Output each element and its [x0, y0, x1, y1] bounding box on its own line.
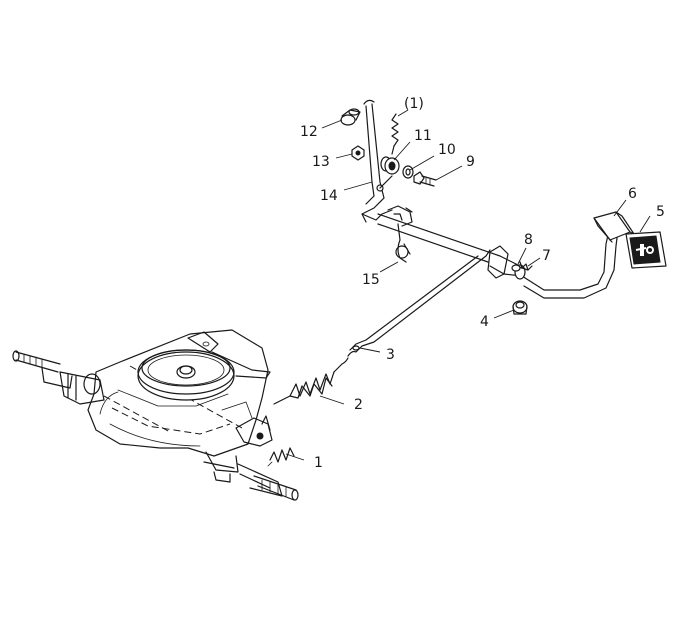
transaxle [12, 329, 299, 501]
label-part-9: 9 [466, 154, 475, 170]
bushing-4 [512, 300, 528, 315]
label-part-5: 5 [656, 204, 665, 220]
label-part-15: 15 [362, 272, 380, 288]
lever-14 [361, 99, 393, 223]
pedal-shaft [377, 213, 619, 299]
label-part-6: 6 [628, 186, 637, 202]
spring-2 [273, 357, 349, 405]
label-part-2: 2 [354, 397, 363, 413]
right-axle [203, 451, 299, 501]
pulley [137, 349, 235, 401]
label-part-1-paren: (1) [404, 96, 424, 112]
label-part-14: 14 [320, 188, 338, 204]
label-part-8: 8 [524, 232, 533, 248]
spring-1 [267, 447, 295, 467]
pivot-bracket [387, 205, 413, 227]
housing-outline [87, 329, 269, 457]
spring-1-upper [391, 113, 399, 155]
bushing-11 [380, 156, 400, 175]
left-axle [12, 350, 105, 405]
label-part-11: 11 [414, 128, 432, 144]
label-part-12: 12 [300, 124, 318, 140]
cap-12 [340, 108, 361, 126]
label-part-1: 1 [314, 455, 323, 471]
rod-15 [395, 223, 411, 263]
rod-3 [347, 249, 491, 357]
pedal-arm-6 [593, 211, 635, 243]
spring-7 [519, 261, 533, 271]
label-part-3: 3 [386, 347, 395, 363]
pedal-pad-5 [625, 231, 667, 269]
part-labels: 1 2 3 4 5 6 7 8 9 10 11 12 13 14 15 (1) [300, 96, 665, 471]
nut-13 [351, 145, 365, 161]
washer-10 [402, 165, 414, 179]
label-part-4: 4 [480, 314, 489, 330]
label-part-10: 10 [438, 142, 456, 158]
label-part-13: 13 [312, 154, 330, 170]
callout-lines [285, 109, 651, 461]
clip-8 [511, 264, 521, 272]
bolt-9 [413, 171, 437, 187]
label-part-7: 7 [542, 248, 551, 264]
